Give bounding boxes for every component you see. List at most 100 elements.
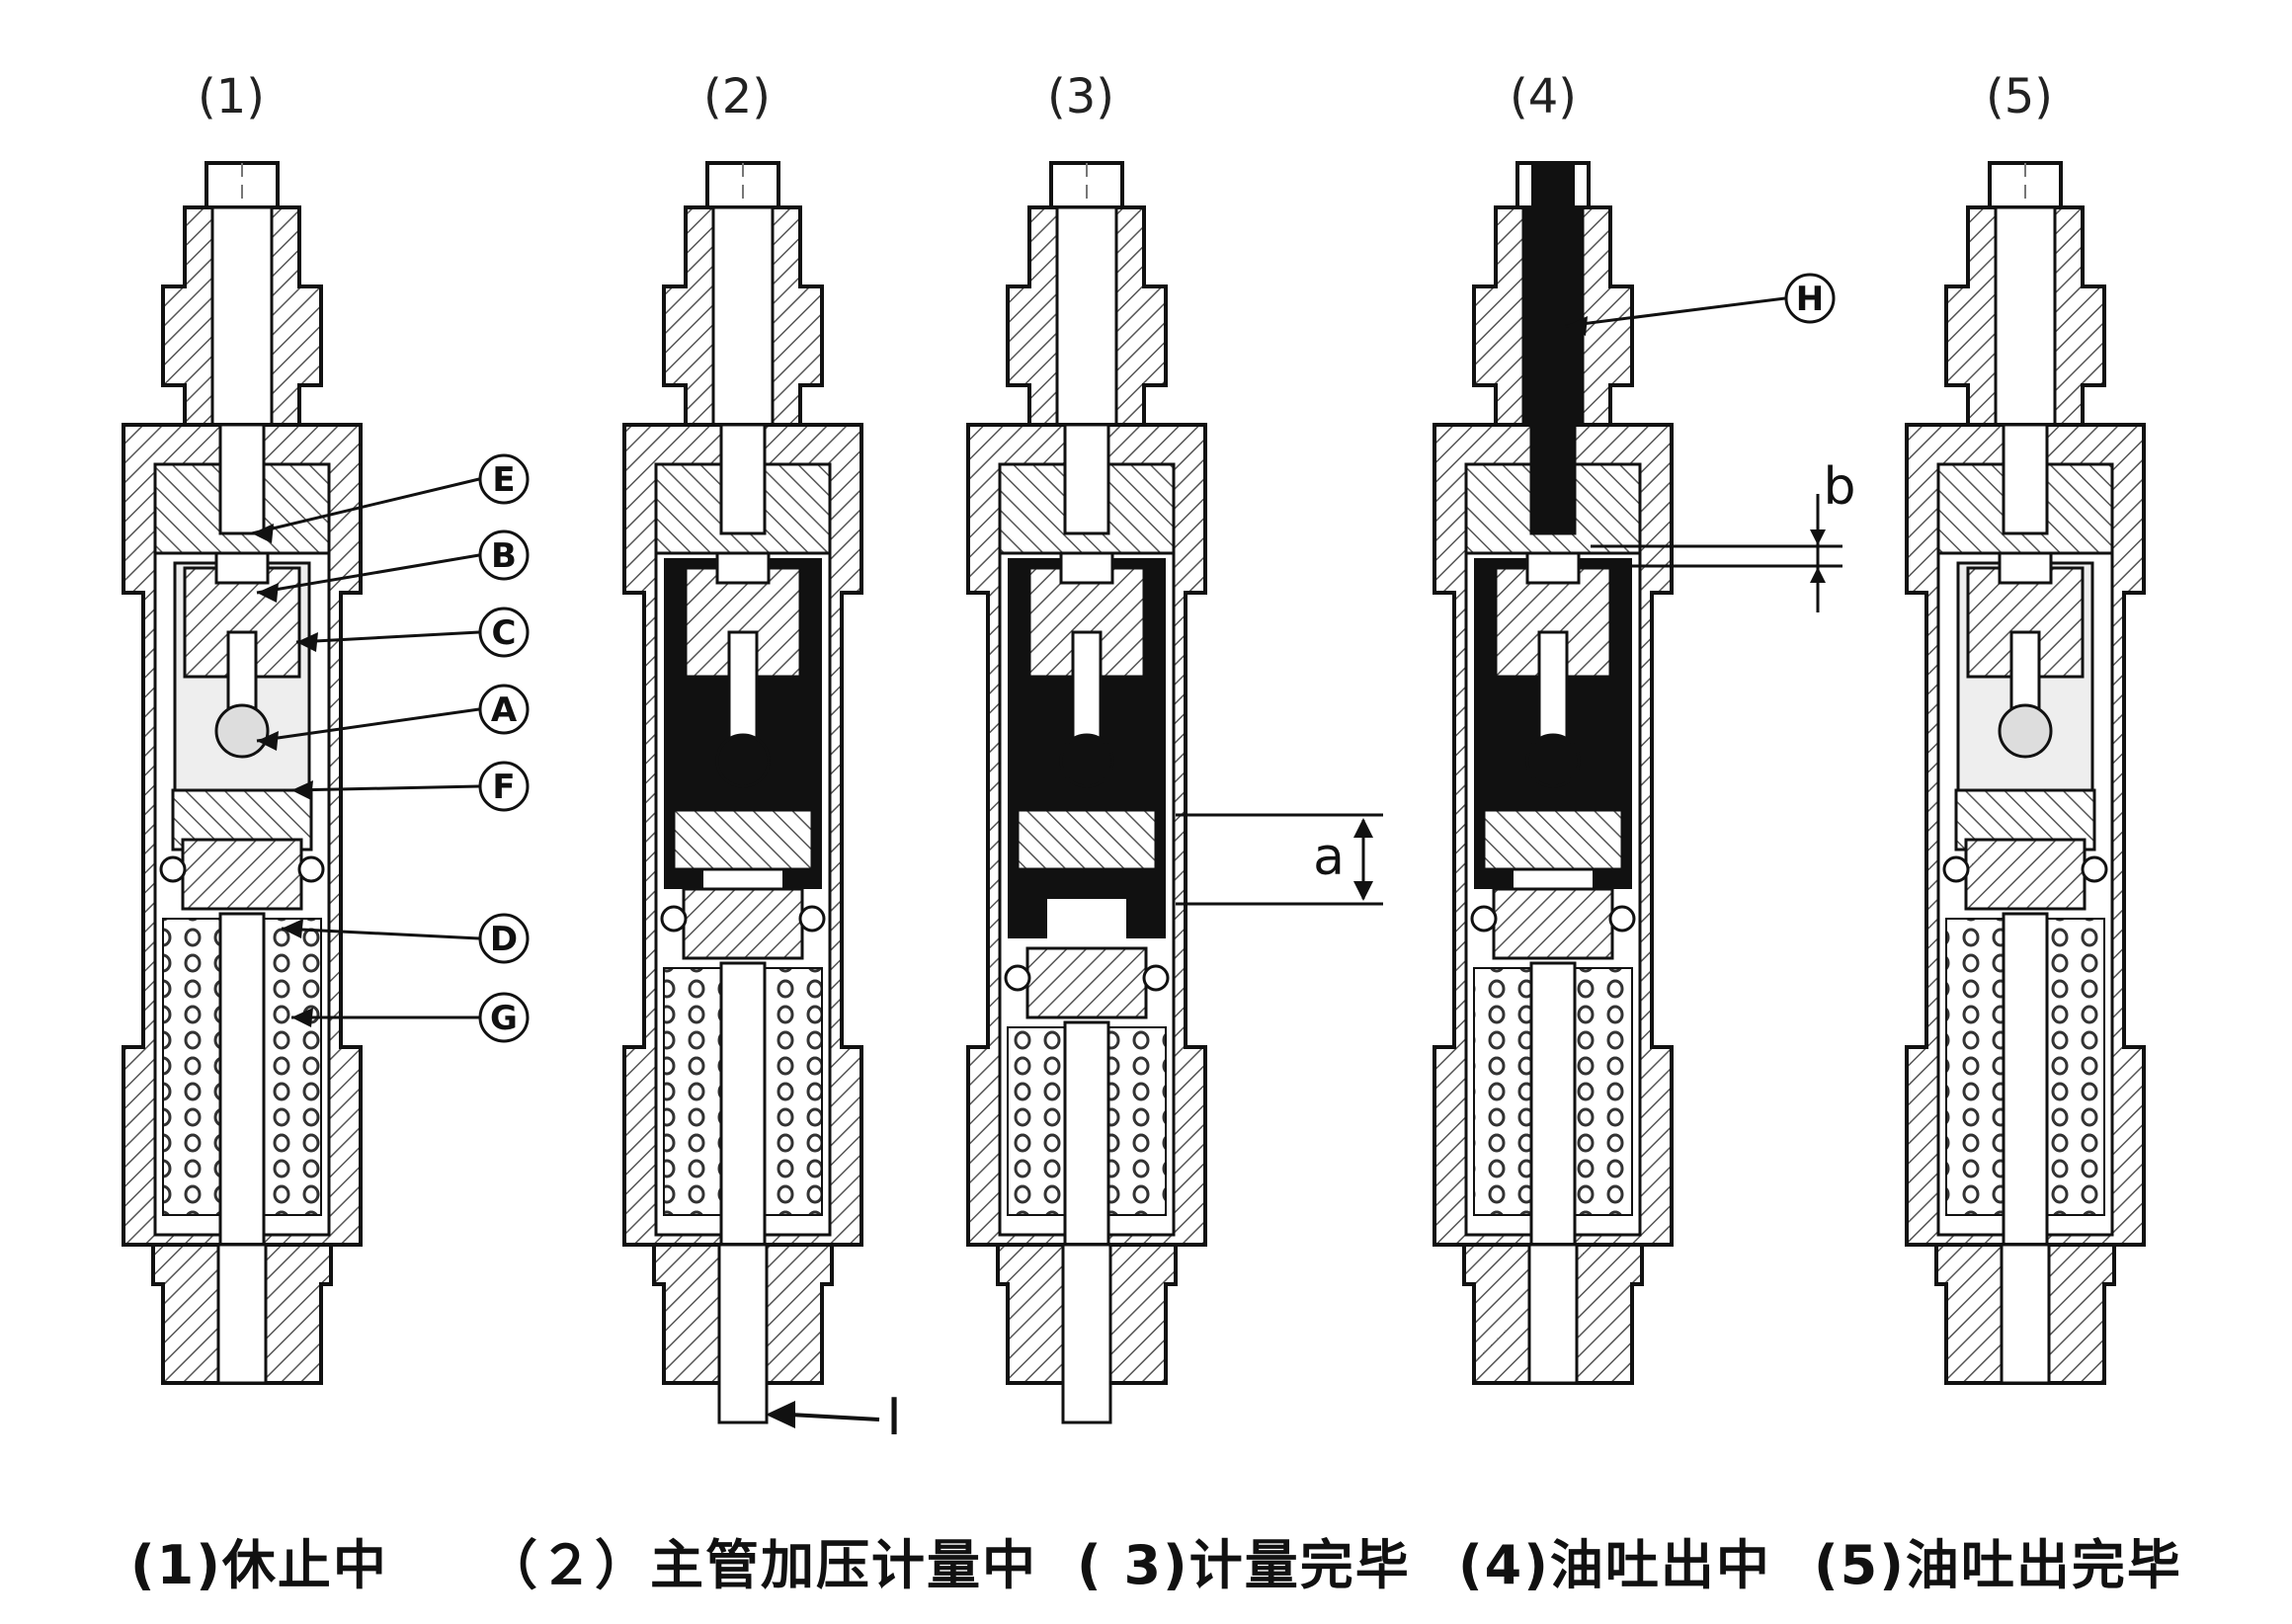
caption-5: (5)油吐出完毕 [1814,1534,2182,1596]
piston-cup [1016,808,1158,871]
oring-right [297,855,325,883]
valve-seat [1525,551,1581,585]
callout-arrowhead-F [291,780,313,800]
nut-bore [1994,205,2057,427]
figure-number-1: (1) [198,69,265,124]
outlet-bore [216,1243,268,1385]
caption-4: (4)油吐出中 [1458,1534,1771,1596]
piston-cup [1954,788,2096,852]
lower-piston [1492,887,1614,960]
outlet-bore [2000,1243,2051,1385]
spring-rod [719,961,767,1247]
valve-seat [715,551,771,585]
valve-seat [214,551,270,585]
dim-b-head-bottom [1810,567,1826,583]
callout-arrowhead-D [282,919,303,938]
callout-leader-A [256,707,480,743]
callout-leader-H [1565,296,1786,328]
callout-label-H: H [1796,280,1824,319]
callout-label-E: E [492,460,515,500]
cap-passage [1063,423,1110,535]
callout-leader-D [281,927,480,940]
callout-circle-D [478,913,530,964]
callout-circle-G [478,992,530,1043]
oring-left [159,855,187,883]
valve-figure-1 [122,161,363,1385]
callout-leader-C [295,630,480,644]
caption-1: (1)休止中 [130,1534,388,1596]
spring-rod [2002,912,2049,1247]
nut-bore [1055,205,1118,427]
nut-bore [1521,205,1585,427]
lower-piston [1025,946,1148,1019]
figure-number-5: (5) [1986,69,2053,124]
callout-arrowhead-A [257,731,279,751]
piston-cup [672,808,814,871]
ball-check [1059,733,1114,788]
valve-stem [1537,630,1569,743]
nut-bore [210,205,274,427]
ball-check [715,733,771,788]
callout-circle-A [478,684,530,735]
cap-passage [1529,423,1577,535]
outlet-arrow-line [789,1413,880,1421]
figure-number-4: (4) [1510,69,1577,124]
ball-check [1998,703,2053,759]
cap-passage [719,423,767,535]
valve-figure-5 [1905,161,2146,1385]
outlet-label-I: I [886,1388,901,1447]
callout-label-F: F [492,768,515,807]
callout-circle-B [478,529,530,581]
ball-check [214,703,270,759]
callout-label-D: D [490,920,518,959]
figure-number-2: (2) [703,69,771,124]
caption-3: ( 3)计量完毕 [1077,1534,1411,1596]
valve-stem [727,630,759,743]
callout-circle-H [1784,273,1836,324]
valve-figure-3 [966,161,1207,1424]
lower-piston [1964,838,2087,911]
callout-label-B: B [491,536,517,576]
callout-label-A: A [491,690,518,730]
lower-piston [682,887,804,960]
spring-rod [1063,1020,1110,1247]
valve-figure-2 [622,161,863,1424]
callout-leader-B [256,553,480,595]
valve-stem [1071,630,1103,743]
valve-seat [1998,551,2053,585]
callout-arrowhead-C [296,632,318,652]
figure-number-3: (3) [1047,69,1114,124]
dim-a-head-top [1353,818,1373,838]
cap-passage [2002,423,2049,535]
callout-leader-F [290,784,480,792]
oring-left [1470,905,1498,933]
oring-right [2081,855,2108,883]
ball-check [1525,733,1581,788]
outlet-arrow-head [766,1401,795,1428]
callout-circle-C [478,607,530,658]
oring-left [1004,964,1031,992]
callout-label-C: C [492,613,517,653]
dim-label-b: b [1823,457,1855,517]
outlet-bore [1527,1243,1579,1385]
dim-b-head-top [1810,529,1826,545]
callout-arrowhead-H [1566,316,1588,336]
outlet-bore [717,1243,769,1424]
cap-passage [218,423,266,535]
lower-piston [181,838,303,911]
callout-arrowhead-B [257,583,279,603]
callout-arrowhead-G [291,1008,313,1027]
valve-seat [1059,551,1114,585]
oring-right [798,905,826,933]
oring-right [1608,905,1636,933]
callout-circle-E [478,453,530,505]
nut-bore [711,205,775,427]
oring-left [1942,855,1970,883]
spring-rod [1529,961,1577,1247]
callout-leader-E [251,477,480,535]
caption-2: （２）主管加压计量中 [484,1534,1037,1596]
callout-label-G: G [490,999,518,1038]
dim-label-a: a [1313,828,1345,887]
piston-cup [171,788,313,852]
